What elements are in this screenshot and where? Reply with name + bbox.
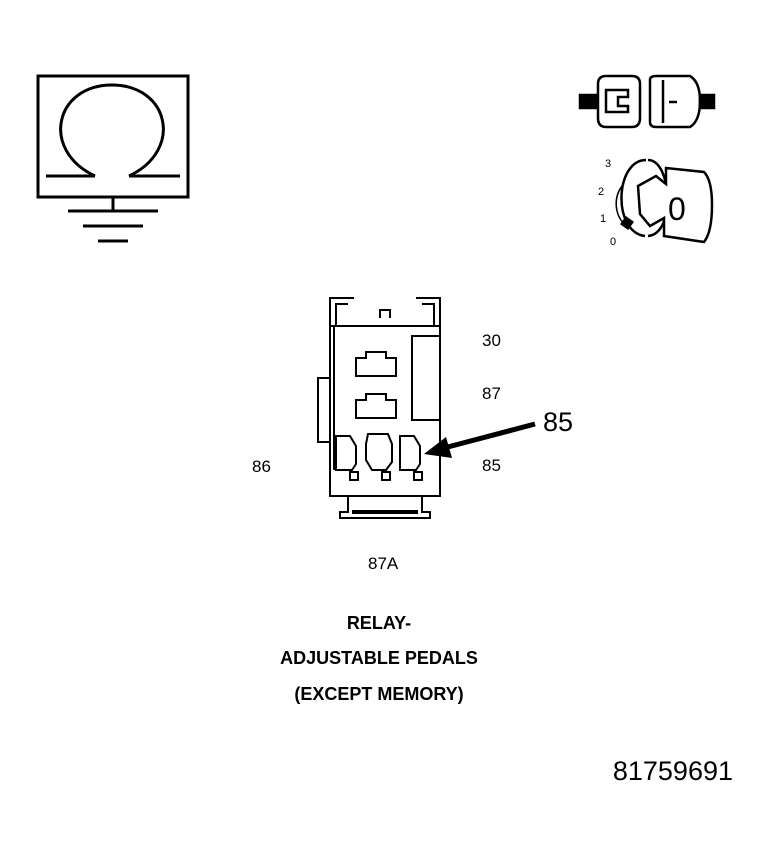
ground-icon [68,197,158,243]
key-position-0: 0 [610,236,616,248]
pin-label-86: 86 [252,457,271,476]
pin-label-87a: 87A [368,554,399,573]
ignition-key-icon: 3 2 1 0 0 [598,158,714,248]
title-line-1: RELAY- [347,613,411,633]
ohmmeter-icon [36,74,190,199]
key-position-2: 2 [598,186,604,198]
callout-label: 85 [543,407,573,437]
pin-label-87: 87 [482,384,501,403]
title-line-3: (EXCEPT MEMORY) [294,684,463,704]
callout-arrow [424,421,536,458]
title-line-2: ADJUSTABLE PEDALS [280,648,478,668]
key-position-3: 3 [605,158,611,170]
connector-disconnect-icon [578,74,716,129]
document-id: 81759691 [613,756,733,786]
key-position-1: 1 [600,213,606,225]
key-label: 0 [668,191,686,227]
pin-label-85: 85 [482,456,501,475]
pin-label-30: 30 [482,331,501,350]
relay-connector [317,297,441,519]
